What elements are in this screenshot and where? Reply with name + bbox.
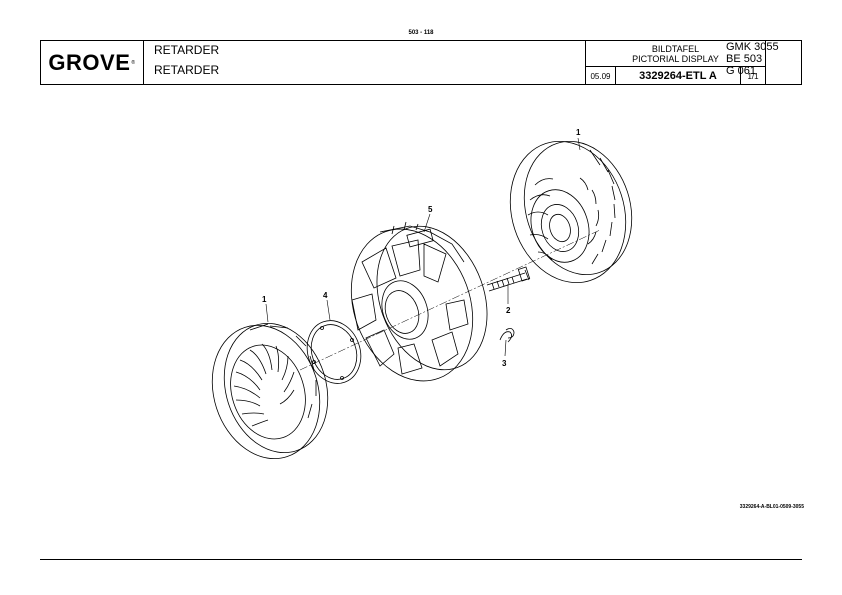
model-line1: GMK 3055 [726, 41, 779, 53]
display-en: PICTORIAL DISPLAY [632, 54, 719, 64]
rotor-disc-icon [211, 322, 329, 460]
drawing-id: 3329264-A-BL01-0509-3055 [739, 504, 804, 510]
rotor-disc-icon [509, 140, 633, 284]
callout-4: 4 [323, 291, 328, 300]
display-cell: BILDTAFEL PICTORIAL DISPLAY [586, 41, 766, 67]
model-line3: G 061 [726, 65, 756, 77]
grove-logo: GROVE® [41, 41, 144, 85]
callout-2: 2 [506, 306, 511, 315]
retarder-housing-icon [350, 221, 488, 382]
callout-5: 5 [428, 205, 433, 214]
bolt-icon [486, 266, 531, 292]
logo-mark: ® [131, 60, 136, 66]
shim-ring-icon [306, 320, 362, 384]
callout-3: 3 [502, 359, 507, 368]
description-de: RETARDER [154, 43, 220, 57]
title-block: GROVE® RETARDER RETARDER BILDTAFEL PICTO… [40, 40, 802, 85]
description-en: RETARDER [154, 63, 220, 77]
model-cell: GMK 3055 BE 503 G 061 [726, 41, 801, 85]
bottom-rule [40, 559, 802, 560]
model-line2: BE 503 [726, 53, 763, 65]
callout-1-right: 1 [576, 128, 581, 137]
part-number: 3329264-ETL A [616, 67, 741, 85]
sheet-number: 1/1 [741, 67, 766, 85]
date-cell: 05.09 [586, 67, 616, 85]
logo-text: GROVE [48, 50, 131, 75]
description-cell: RETARDER RETARDER [144, 41, 586, 85]
callout-1-left: 1 [262, 295, 267, 304]
page-number: 503 - 118 [408, 30, 434, 36]
display-de: BILDTAFEL [651, 44, 700, 54]
clip-icon [499, 328, 515, 343]
